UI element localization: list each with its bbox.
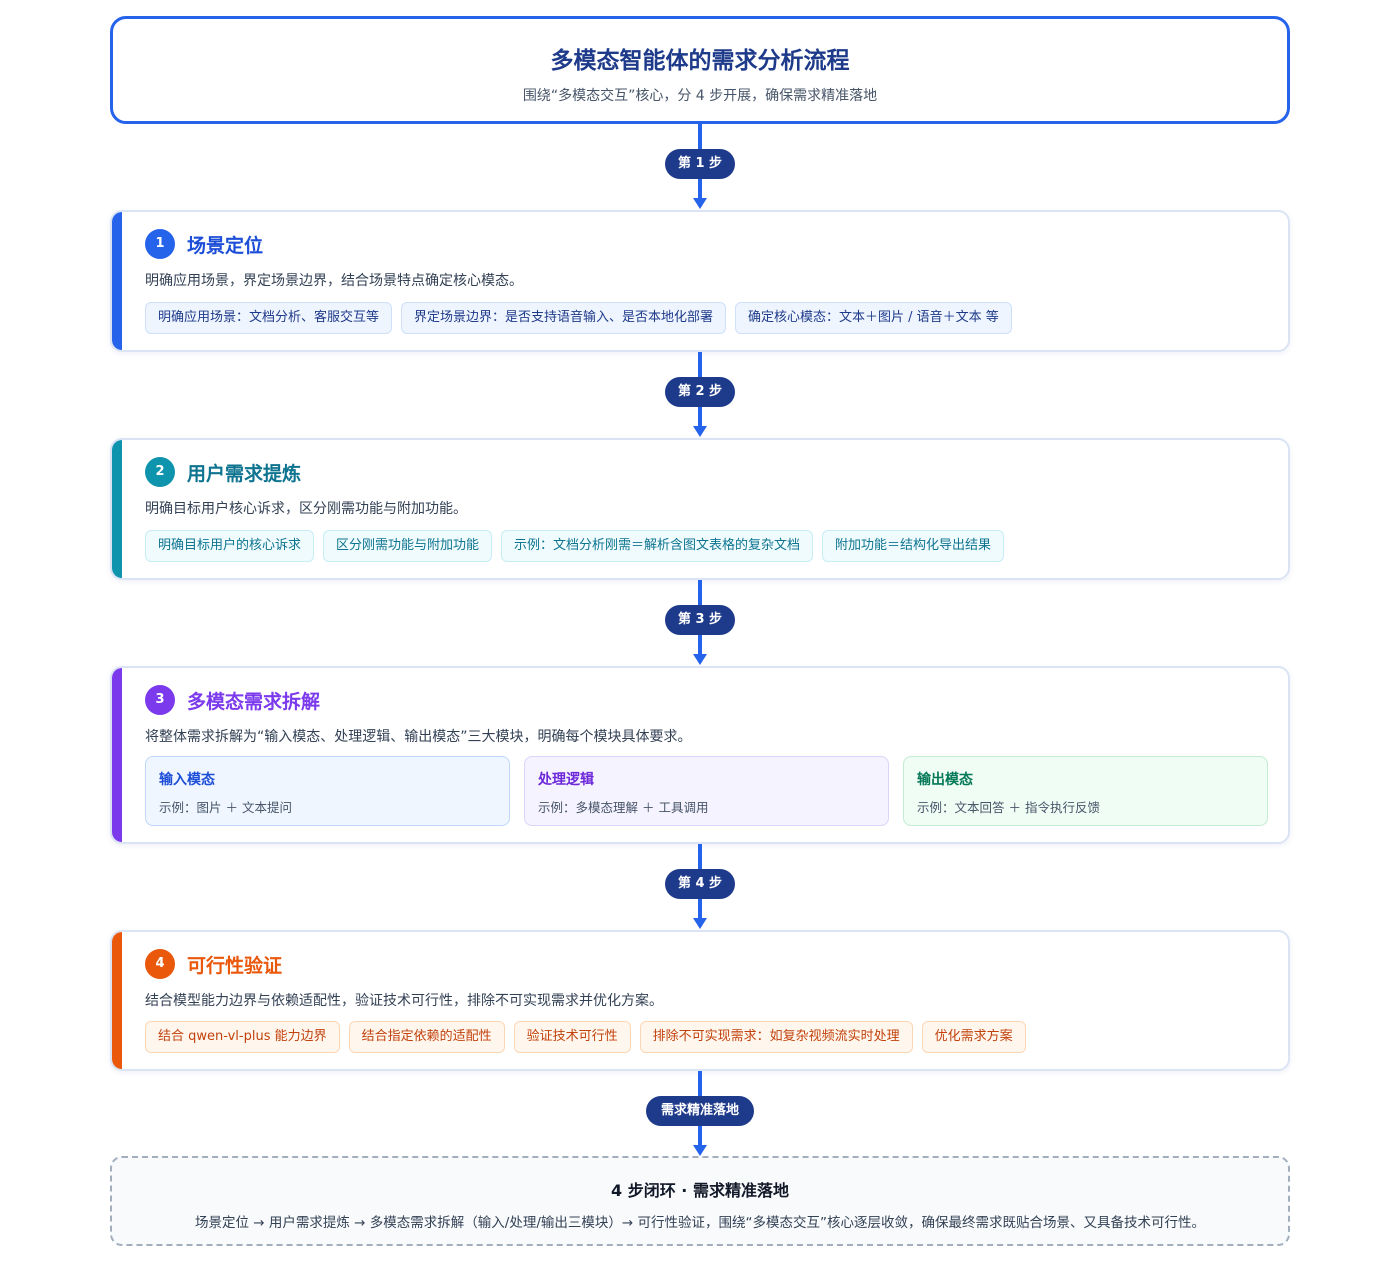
step-title: 可行性验证 [187,954,283,977]
page-subtitle: 围绕“多模态交互”核心，分 4 步开展，确保需求精准落地 [522,88,878,104]
tag: 优化需求方案 [921,1021,1026,1053]
card-accent-bar [112,440,122,578]
module-processing: 处理逻辑 示例：多模态理解 ＋ 工具调用 [524,756,889,826]
final-badge: 需求精准落地 [646,1096,754,1126]
arrow-down-icon [693,918,707,929]
step-title: 场景定位 [187,234,264,257]
card-header: 3 多模态需求拆解 [145,685,320,715]
tag: 结合指定依赖的适配性 [348,1021,505,1053]
summary-box: 4 步闭环 · 需求精准落地 场景定位 → 用户需求提炼 → 多模态需求拆解（输… [110,1156,1290,1246]
module-row: 输入模态 示例：图片 ＋ 文本提问 处理逻辑 示例：多模态理解 ＋ 工具调用 输… [145,756,1268,826]
page-title: 多模态智能体的需求分析流程 [550,48,850,74]
connector-step-4: 第 4 步 [665,844,735,930]
tag: 验证技术可行性 [513,1021,631,1053]
tag-list: 明确应用场景：文档分析、客服交互等 界定场景边界：是否支持语音输入、是否本地化部… [145,302,1012,334]
arrow-down-icon [693,426,707,437]
step-number-badge: 1 [145,229,175,259]
step-number-badge: 3 [145,685,175,715]
card-header: 2 用户需求提炼 [145,457,301,487]
arrow-down-icon [693,1145,707,1156]
tag: 示例：文档分析刚需＝解析含图文表格的复杂文档 [501,530,814,562]
module-input: 输入模态 示例：图片 ＋ 文本提问 [145,756,510,826]
connector-step-1: 第 1 步 [665,124,735,210]
flow-header: 多模态智能体的需求分析流程 围绕“多模态交互”核心，分 4 步开展，确保需求精准… [110,16,1290,124]
tag-list: 结合 qwen-vl-plus 能力边界 结合指定依赖的适配性 验证技术可行性 … [145,1021,1026,1053]
module-example: 示例：多模态理解 ＋ 工具调用 [538,800,709,815]
card-accent-bar [112,932,122,1069]
module-title: 输入模态 [159,772,215,788]
tag: 区分刚需功能与附加功能 [323,530,493,562]
tag: 排除不可实现需求：如复杂视频流实时处理 [639,1021,913,1053]
step-description: 明确目标用户核心诉求，区分刚需功能与附加功能。 [145,501,467,517]
step-number-badge: 4 [145,949,175,979]
step-card-feasibility: 4 可行性验证 结合模型能力边界与依赖适配性，验证技术可行性，排除不可实现需求并… [110,930,1290,1071]
step-description: 将整体需求拆解为“输入模态、处理逻辑、输出模态”三大模块，明确每个模块具体要求。 [145,729,692,745]
step-title: 多模态需求拆解 [187,690,321,713]
step-card-user-needs: 2 用户需求提炼 明确目标用户核心诉求，区分刚需功能与附加功能。 明确目标用户的… [110,438,1290,580]
step-card-multimodal-breakdown: 3 多模态需求拆解 将整体需求拆解为“输入模态、处理逻辑、输出模态”三大模块，明… [110,666,1290,844]
step-badge-1: 第 1 步 [665,149,735,179]
arrow-down-icon [693,198,707,209]
card-accent-bar [112,668,122,842]
module-title: 输出模态 [917,772,973,788]
step-badge-2: 第 2 步 [665,377,735,407]
step-badge-4: 第 4 步 [665,869,735,899]
step-description: 明确应用场景，界定场景边界，结合场景特点确定核心模态。 [145,273,523,289]
tag: 附加功能＝结构化导出结果 [822,530,1005,562]
module-example: 示例：文本回答 ＋ 指令执行反馈 [917,800,1100,815]
step-description: 结合模型能力边界与依赖适配性，验证技术可行性，排除不可实现需求并优化方案。 [145,993,663,1009]
module-title: 处理逻辑 [538,772,594,788]
module-example: 示例：图片 ＋ 文本提问 [159,800,292,815]
card-header: 1 场景定位 [145,229,263,259]
step-title: 用户需求提炼 [187,462,302,485]
tag: 明确应用场景：文档分析、客服交互等 [145,302,393,334]
tag: 确定核心模态：文本＋图片 / 语音＋文本 等 [735,302,1012,334]
tag-list: 明确目标用户的核心诉求 区分刚需功能与附加功能 示例：文档分析刚需＝解析含图文表… [145,530,1005,562]
arrow-down-icon [693,654,707,665]
connector-step-2: 第 2 步 [665,352,735,438]
step-badge-3: 第 3 步 [665,605,735,635]
card-header: 4 可行性验证 [145,949,282,979]
connector-final: 需求精准落地 [646,1071,754,1157]
tag: 明确目标用户的核心诉求 [145,530,315,562]
module-output: 输出模态 示例：文本回答 ＋ 指令执行反馈 [903,756,1268,826]
summary-title: 4 步闭环 · 需求精准落地 [611,1181,789,1200]
summary-text: 场景定位 → 用户需求提炼 → 多模态需求拆解（输入/处理/输出三模块）→ 可行… [195,1215,1205,1231]
step-number-badge: 2 [145,457,175,487]
step-card-scene-positioning: 1 场景定位 明确应用场景，界定场景边界，结合场景特点确定核心模态。 明确应用场… [110,210,1290,352]
tag: 界定场景边界：是否支持语音输入、是否本地化部署 [401,302,727,334]
card-accent-bar [112,212,122,350]
connector-step-3: 第 3 步 [665,580,735,666]
tag: 结合 qwen-vl-plus 能力边界 [145,1021,340,1053]
